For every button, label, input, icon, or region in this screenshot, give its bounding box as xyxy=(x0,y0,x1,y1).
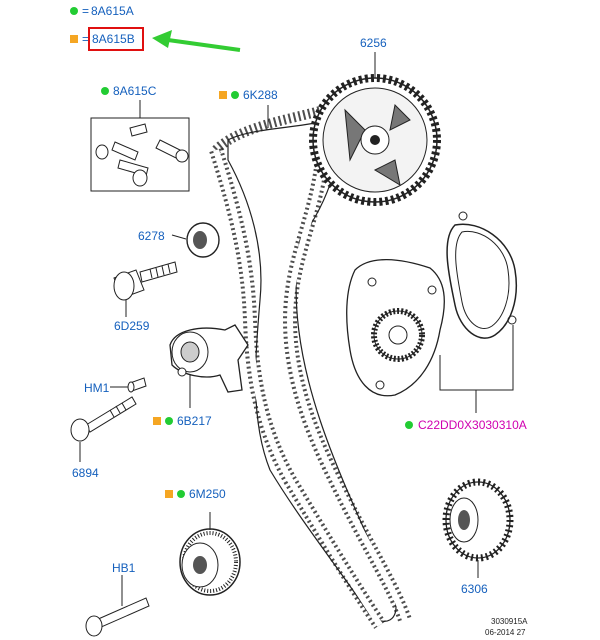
pin-hm1 xyxy=(127,377,147,393)
label-6306[interactable]: 6306 xyxy=(461,582,488,596)
label-6m250[interactable]: 6M250 xyxy=(189,487,226,501)
label-8a615a[interactable]: 8A615A xyxy=(91,4,134,18)
green-status-icon xyxy=(165,417,173,425)
water-pump-gasket xyxy=(446,211,517,339)
orange-status-icon xyxy=(70,35,78,43)
label-6b217[interactable]: 6B217 xyxy=(177,414,212,428)
bolt-hb1 xyxy=(85,597,150,637)
crankshaft-sprocket xyxy=(442,478,514,562)
water-pump xyxy=(346,258,445,397)
label-6256[interactable]: 6256 xyxy=(360,36,387,50)
footer-reference: 3030915A xyxy=(491,617,528,626)
green-status-icon xyxy=(405,421,413,429)
highlight-arrow xyxy=(152,30,241,52)
bolt-6894 xyxy=(70,396,137,442)
label-6894[interactable]: 6894 xyxy=(72,466,99,480)
label-8a615b[interactable]: 8A615B xyxy=(92,32,135,46)
washer xyxy=(186,222,220,258)
orange-status-icon xyxy=(165,490,173,498)
footer-date: 06-2014 27 xyxy=(485,628,526,637)
tensioner-bolt xyxy=(113,261,178,301)
washer-leader xyxy=(171,234,187,240)
camshaft-sprocket xyxy=(309,74,441,206)
equals-sign: = xyxy=(82,32,90,46)
idler-pulley xyxy=(179,528,241,596)
green-status-icon xyxy=(177,490,185,498)
orange-status-icon xyxy=(219,91,227,99)
label-6d259[interactable]: 6D259 xyxy=(114,319,150,333)
bolt-kit-box xyxy=(90,117,190,192)
orange-status-icon xyxy=(153,417,161,425)
tensioner xyxy=(169,324,249,393)
highlight-box xyxy=(88,27,144,51)
green-status-icon xyxy=(101,87,109,95)
equals-sign: = xyxy=(82,4,90,18)
pump-kit-bracket xyxy=(439,325,514,391)
green-status-icon xyxy=(231,91,239,99)
green-status-icon xyxy=(70,7,78,15)
label-6278[interactable]: 6278 xyxy=(138,229,165,243)
label-6k288[interactable]: 6K288 xyxy=(243,88,278,102)
label-c22dd0x3030310a[interactable]: C22DD0X3030310A xyxy=(418,418,527,432)
label-hm1[interactable]: HM1 xyxy=(84,381,110,395)
timing-belt xyxy=(209,103,412,629)
label-hb1[interactable]: HB1 xyxy=(112,561,136,575)
label-8a615c[interactable]: 8A615C xyxy=(113,84,157,98)
